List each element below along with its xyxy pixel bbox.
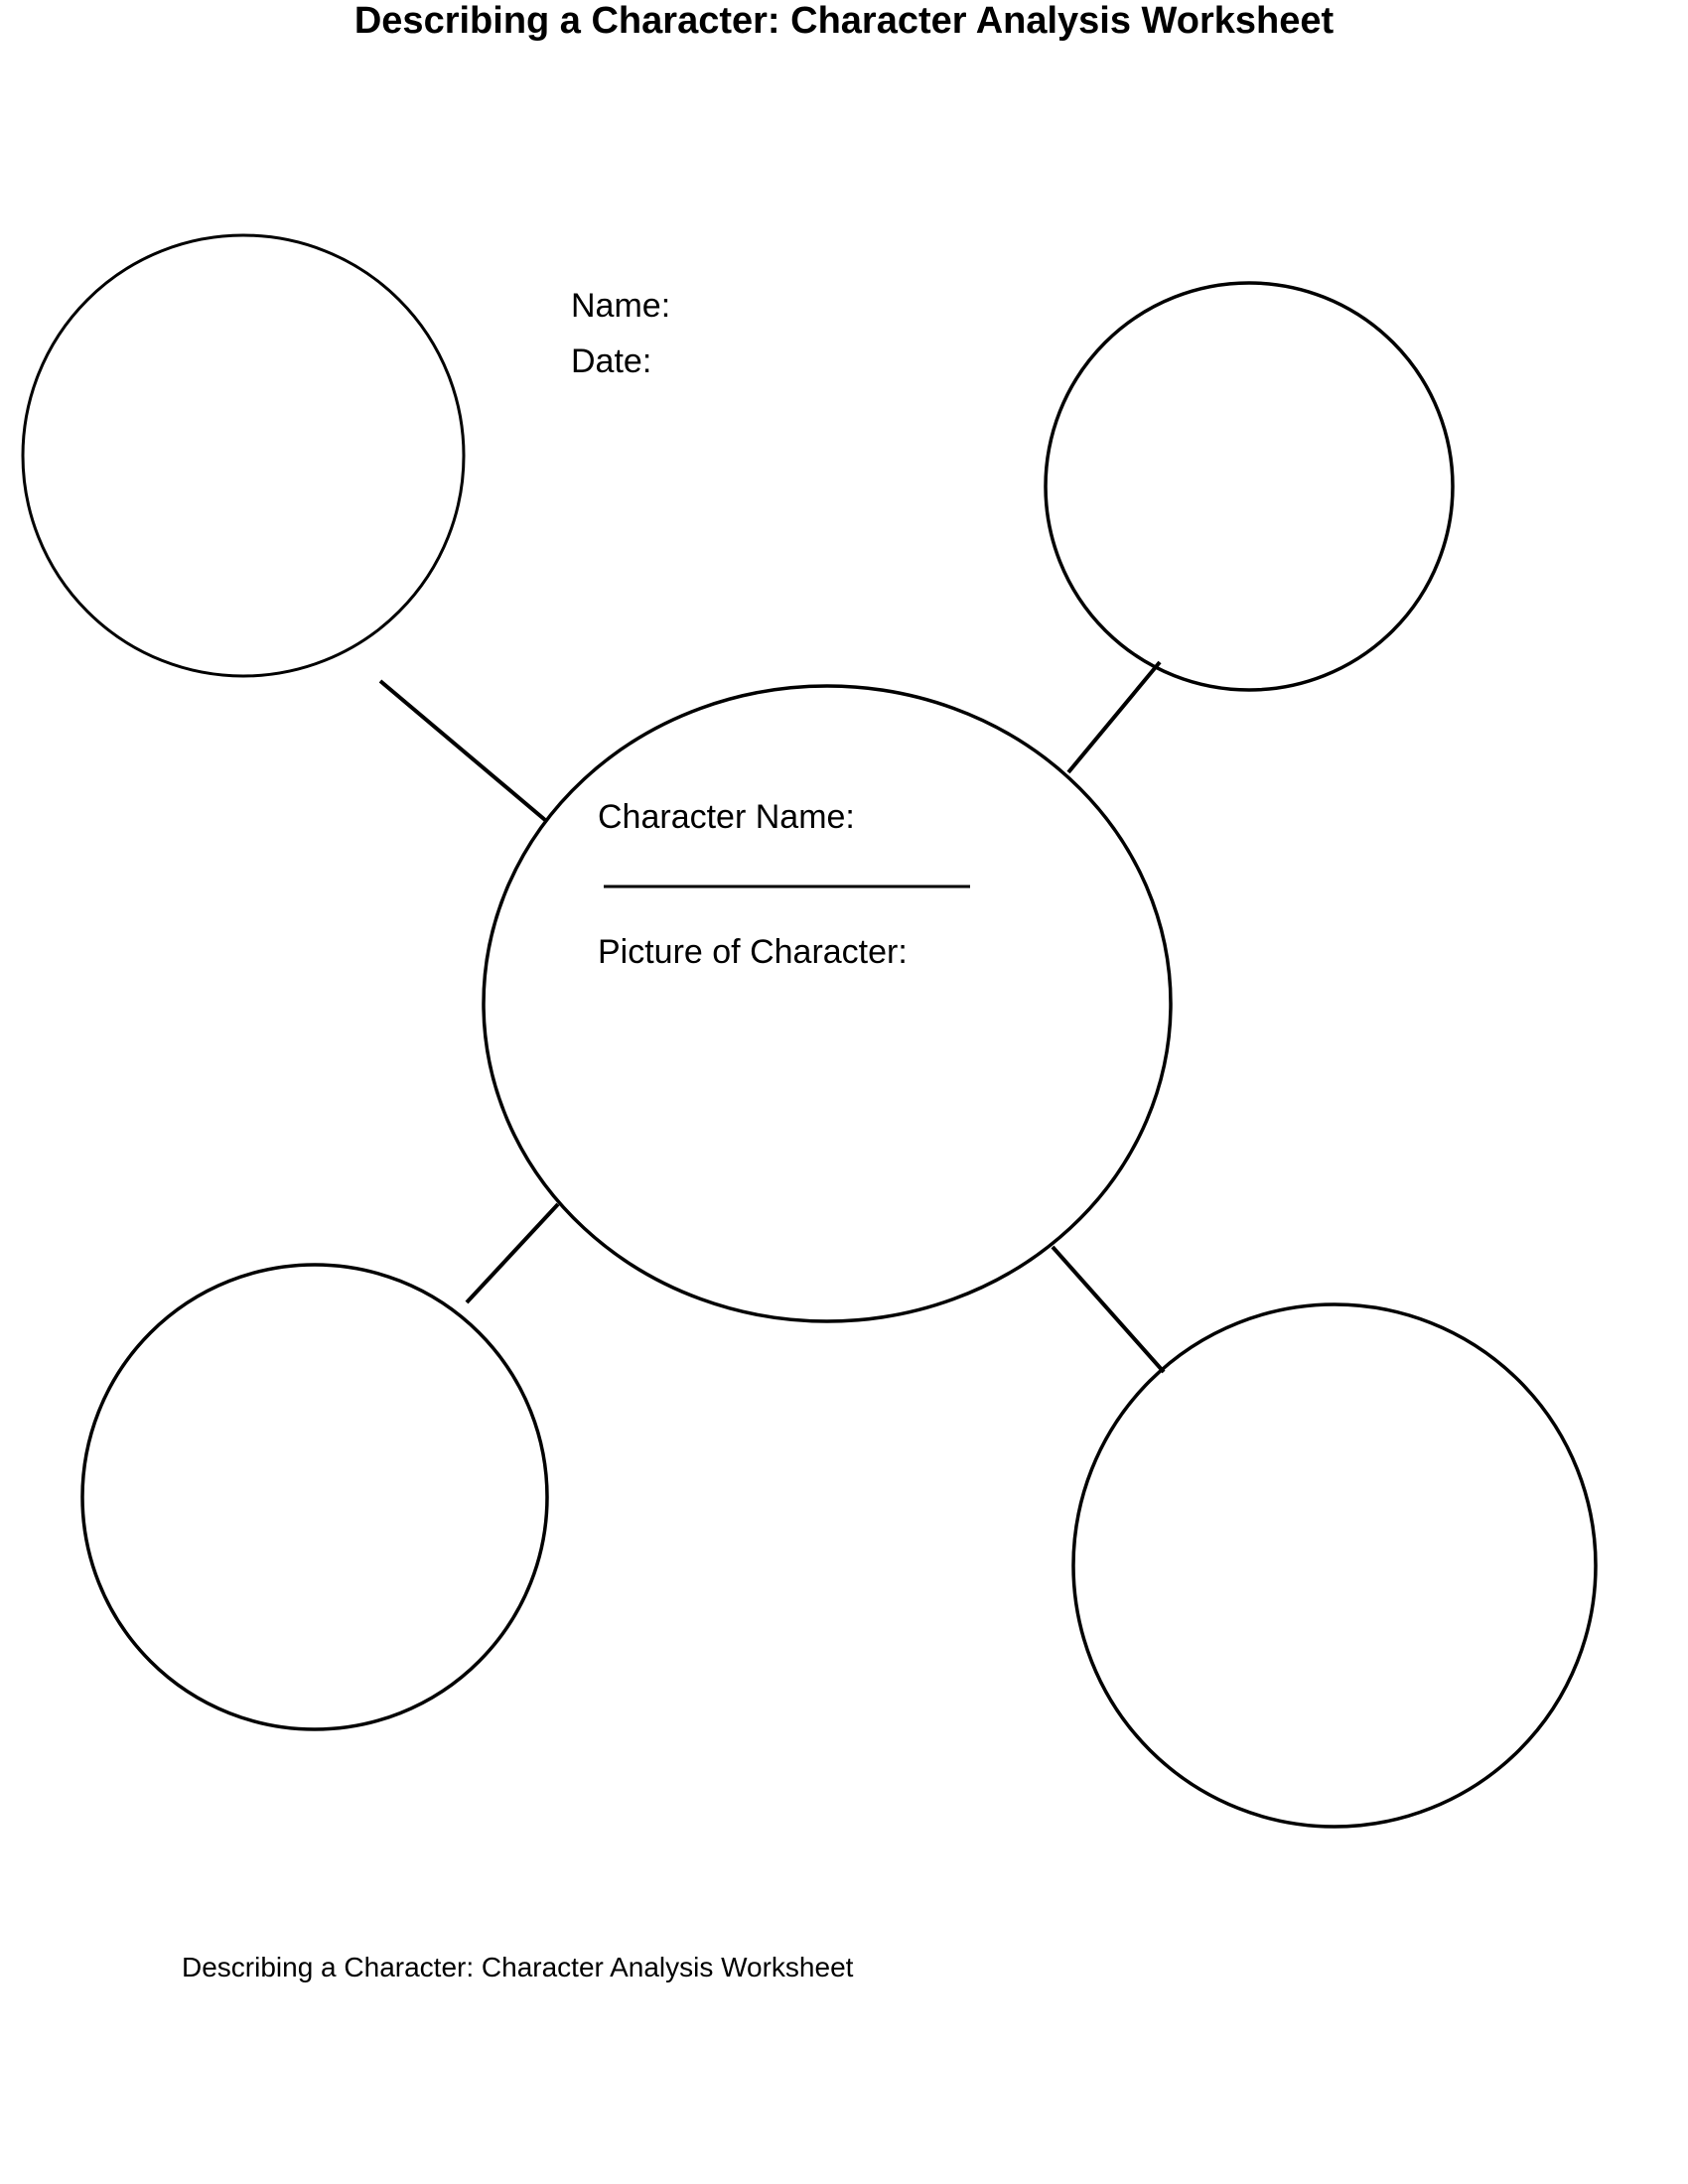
center-bubble-circle: [482, 684, 1173, 1323]
connector-bottom-right: [1051, 1245, 1166, 1374]
bottom-left-bubble-circle: [80, 1263, 549, 1731]
character-name-label: Character Name:: [598, 798, 855, 836]
connector-bottom-left: [465, 1202, 560, 1304]
connector-top-left: [378, 679, 547, 822]
bottom-right-bubble-circle: [1071, 1302, 1598, 1829]
page-title: Describing a Character: Character Analys…: [353, 0, 1335, 42]
footer-title: Describing a Character: Character Analys…: [182, 1952, 854, 1982]
connector-top-right: [1066, 660, 1162, 774]
top-right-bubble-circle: [1044, 281, 1455, 692]
name-field-label: Name:: [571, 287, 671, 325]
top-left-bubble-circle: [21, 233, 466, 678]
picture-of-character-label: Picture of Character:: [598, 933, 908, 971]
date-field-label: Date:: [571, 342, 652, 380]
